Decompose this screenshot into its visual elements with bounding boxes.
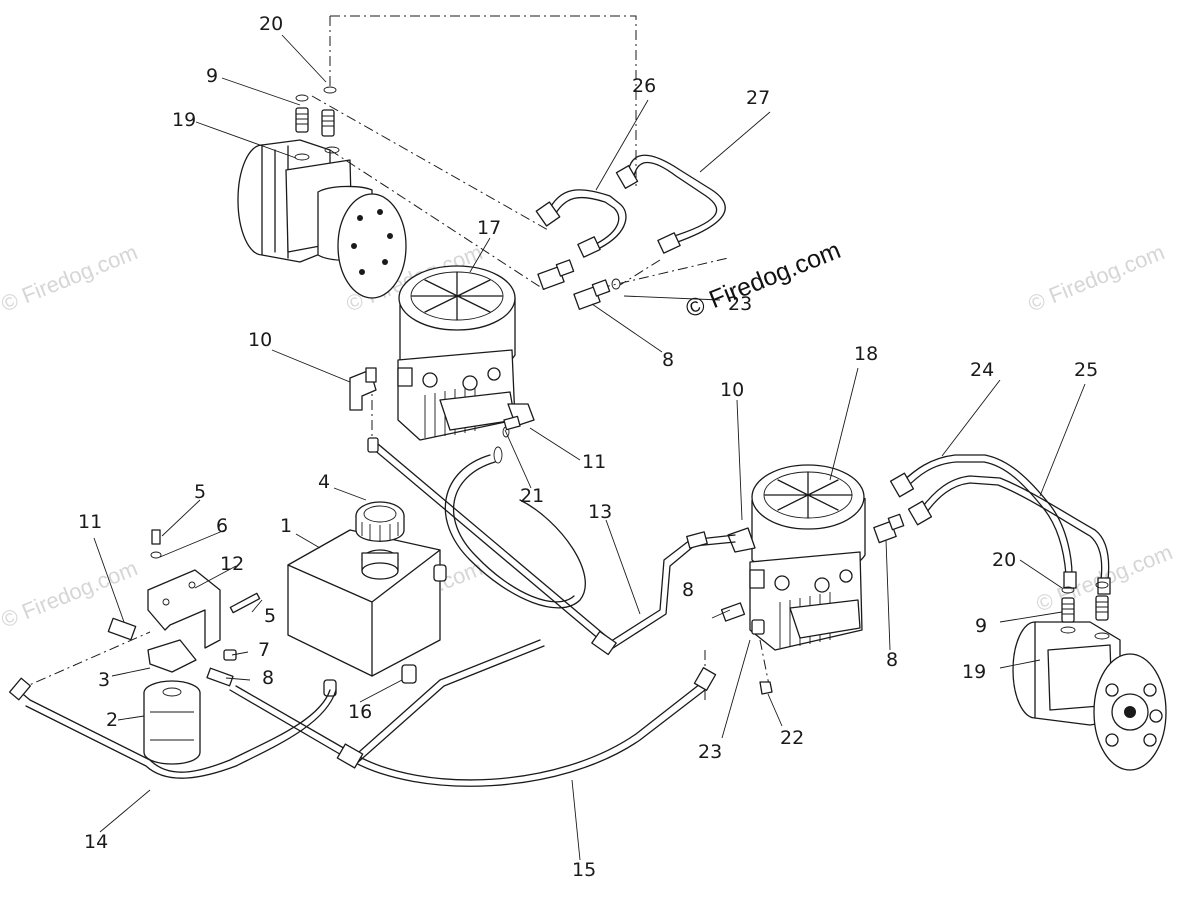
watermark-left: © Firedog.com [0, 239, 141, 316]
label-17: 17 [477, 217, 501, 239]
label-20-top: 20 [259, 13, 283, 35]
label-7: 7 [258, 639, 270, 661]
label-8-left: 8 [262, 667, 274, 689]
label-1: 1 [280, 515, 292, 537]
label-9-top: 9 [206, 65, 218, 87]
elbow-fittings-top [349, 367, 535, 431]
reservoir-tank [287, 501, 447, 697]
label-8-top: 8 [662, 349, 674, 371]
fittings-pump-18 [720, 513, 905, 695]
pump-18 [727, 464, 866, 651]
label-26: 26 [632, 75, 656, 97]
label-5-top: 5 [194, 481, 206, 503]
brand-watermark: © Firedog.com [682, 236, 845, 324]
label-22: 22 [780, 727, 804, 749]
watermark-right-top: © Firedog.com [1025, 239, 1168, 316]
label-2: 2 [106, 709, 118, 731]
leader-lines [93, 34, 1086, 861]
label-18: 18 [854, 343, 878, 365]
label-23-bottom: 23 [698, 741, 722, 763]
label-23-top: 23 [728, 293, 752, 315]
label-8-right: 8 [886, 649, 898, 671]
label-13: 13 [588, 501, 612, 523]
label-8-center: 8 [682, 579, 694, 601]
hose-lines [8, 437, 736, 787]
label-19-right: 19 [962, 661, 986, 683]
part-labels: 20 9 19 26 27 17 23 10 8 18 10 24 25 11 … [78, 13, 1098, 881]
tubes-24-25 [889, 454, 1111, 595]
label-6: 6 [216, 515, 228, 537]
label-16: 16 [348, 701, 372, 723]
label-27: 27 [746, 87, 770, 109]
label-25: 25 [1074, 359, 1098, 381]
label-5-mid: 5 [264, 605, 276, 627]
label-9-right: 9 [975, 615, 987, 637]
wheel-motor-right [1012, 581, 1167, 771]
label-21: 21 [520, 485, 544, 507]
label-15: 15 [572, 859, 596, 881]
fittings-top-center [537, 259, 621, 310]
label-12: 12 [220, 553, 244, 575]
wheel-motor-left [237, 86, 407, 299]
pump-17 [397, 265, 516, 464]
label-11-left: 11 [78, 511, 102, 533]
label-3: 3 [98, 669, 110, 691]
label-24: 24 [970, 359, 994, 381]
label-11-top: 11 [582, 451, 606, 473]
label-4: 4 [318, 471, 330, 493]
filter-assembly [107, 529, 261, 765]
tubes-26-27 [535, 154, 726, 258]
label-14: 14 [84, 831, 108, 853]
label-10-top: 10 [248, 329, 272, 351]
label-19-top: 19 [172, 109, 196, 131]
label-20-right: 20 [992, 549, 1016, 571]
label-10-right: 10 [720, 379, 744, 401]
